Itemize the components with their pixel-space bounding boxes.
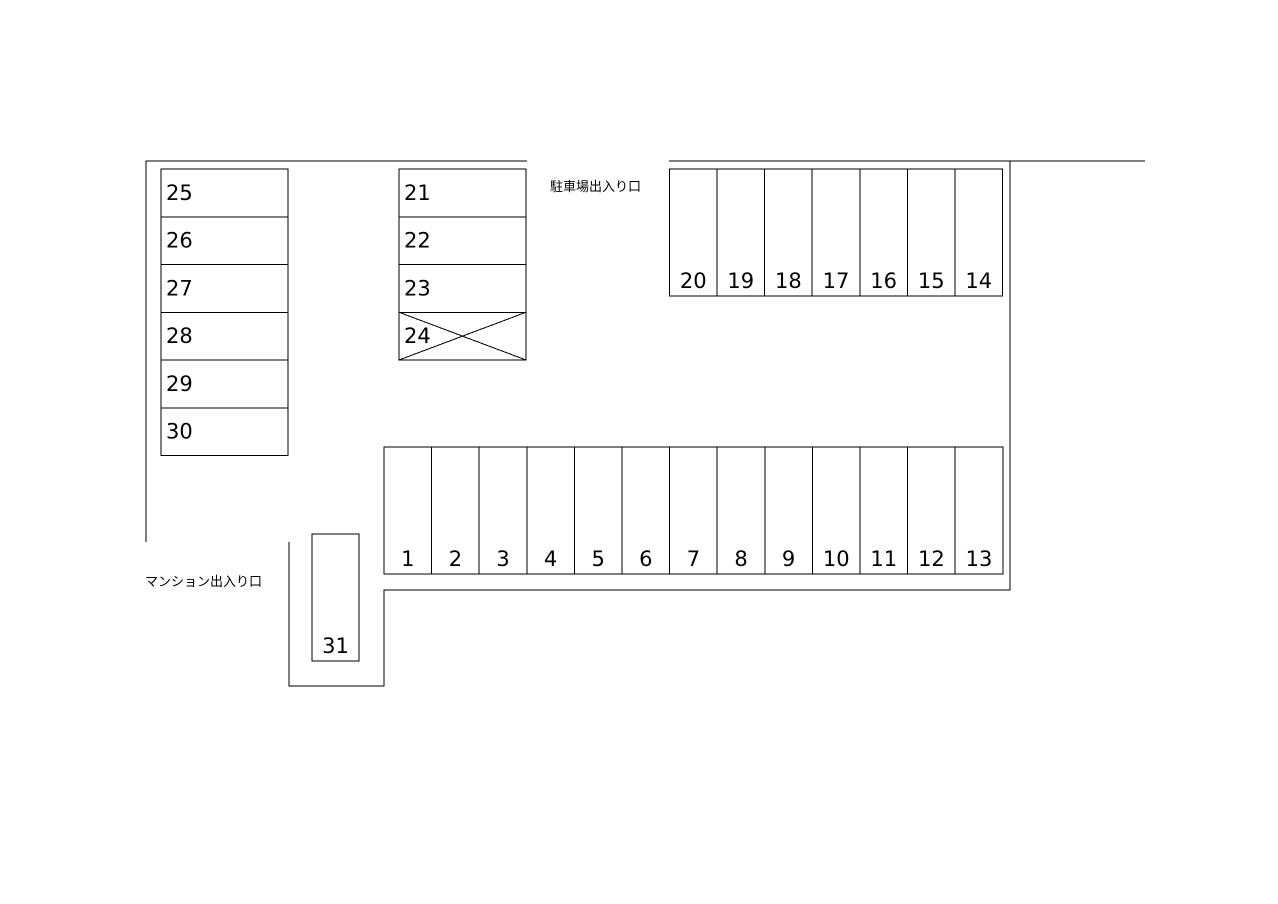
parking-space-12: 12 [907, 446, 956, 575]
space-outline [764, 168, 813, 297]
space-outline [811, 168, 861, 297]
parking-space-4: 4 [526, 446, 575, 575]
parking-space-6: 6 [621, 446, 671, 575]
space-outline [669, 446, 718, 575]
space-outline [398, 168, 527, 218]
space-outline [907, 446, 956, 575]
space-number: 3 [496, 547, 509, 571]
space-number: 14 [965, 269, 992, 293]
parking-space-23: 23 [398, 264, 527, 313]
space-outline [431, 446, 480, 575]
space-outline [311, 533, 360, 662]
space-outline [383, 446, 433, 575]
space-number: 28 [166, 324, 193, 348]
space-number: 31 [322, 634, 349, 658]
space-number: 6 [639, 547, 652, 571]
parking-space-19: 19 [716, 168, 766, 297]
parking-space-8: 8 [716, 446, 766, 575]
space-outline [526, 446, 575, 575]
parking-space-20: 20 [668, 168, 718, 297]
parking-space-18: 18 [764, 168, 813, 297]
parking-space-13: 13 [954, 446, 1004, 575]
space-outline [160, 311, 289, 361]
space-outline [160, 168, 289, 218]
space-number: 26 [166, 229, 193, 253]
space-number: 9 [782, 547, 795, 571]
parking-space-5: 5 [573, 446, 623, 575]
space-number: 30 [166, 420, 193, 444]
space-outline [160, 264, 289, 313]
parking-space-17: 17 [811, 168, 861, 297]
space-outline [859, 446, 909, 575]
space-outline [859, 168, 908, 297]
space-number: 21 [404, 181, 431, 205]
space-number: 23 [404, 276, 431, 300]
parking-space-28: 28 [160, 311, 289, 361]
space-outline [621, 446, 671, 575]
space-number: 12 [918, 547, 945, 571]
space-outline [160, 216, 289, 265]
space-number: 8 [734, 547, 747, 571]
space-number: 17 [823, 269, 850, 293]
space-outline [668, 168, 718, 297]
parking-space-15: 15 [906, 168, 956, 297]
space-number: 24 [404, 324, 431, 348]
space-number: 13 [966, 547, 993, 571]
space-number: 4 [544, 547, 557, 571]
space-number: 27 [166, 276, 193, 300]
parking-space-16: 16 [859, 168, 908, 297]
parking-space-29: 29 [160, 359, 289, 409]
parking-space-24: 24 [398, 311, 527, 361]
parking-space-21: 21 [398, 168, 527, 218]
space-outline [573, 446, 623, 575]
lot-boundary [145, 160, 1145, 687]
parking-space-7: 7 [669, 446, 718, 575]
space-outline [764, 446, 813, 575]
space-number: 5 [592, 547, 605, 571]
space-number: 25 [166, 181, 193, 205]
space-number: 18 [775, 269, 802, 293]
space-number: 20 [680, 269, 707, 293]
space-number: 7 [687, 547, 700, 571]
parking-space-22: 22 [398, 216, 527, 265]
space-outline [954, 168, 1004, 297]
parking-space-25: 25 [160, 168, 289, 218]
space-outline [954, 446, 1004, 575]
space-outline [716, 446, 766, 575]
space-number: 16 [870, 269, 897, 293]
space-outline [160, 407, 289, 456]
space-number: 2 [449, 547, 462, 571]
space-number: 10 [823, 547, 850, 571]
parking-space-11: 11 [859, 446, 909, 575]
parking-space-10: 10 [811, 446, 861, 575]
parking-entrance-label: 駐車場出入り口 [550, 180, 641, 195]
space-outline [398, 264, 527, 313]
space-number: 22 [404, 229, 431, 253]
parking-space-3: 3 [478, 446, 528, 575]
space-outline [398, 216, 527, 265]
space-number: 11 [870, 547, 897, 571]
space-number: 19 [727, 269, 754, 293]
parking-space-9: 9 [764, 446, 813, 575]
space-number: 1 [401, 547, 414, 571]
parking-space-26: 26 [160, 216, 289, 265]
boundary-top-left [145, 160, 527, 542]
parking-space-1: 1 [383, 446, 433, 575]
parking-space-14: 14 [954, 168, 1004, 297]
parking-space-30: 30 [160, 407, 289, 456]
boundary-right-bottom [288, 161, 1011, 687]
space-outline [906, 168, 956, 297]
unavailable-cross-2 [398, 311, 527, 361]
space-number: 29 [166, 372, 193, 396]
space-outline [478, 446, 528, 575]
space-number: 15 [918, 269, 945, 293]
parking-space-31: 31 [311, 533, 360, 662]
space-outline [160, 359, 289, 409]
mansion-entrance-label: マンション出入り口 [145, 575, 262, 590]
parking-space-2: 2 [431, 446, 480, 575]
space-outline [811, 446, 861, 575]
parking-space-27: 27 [160, 264, 289, 313]
